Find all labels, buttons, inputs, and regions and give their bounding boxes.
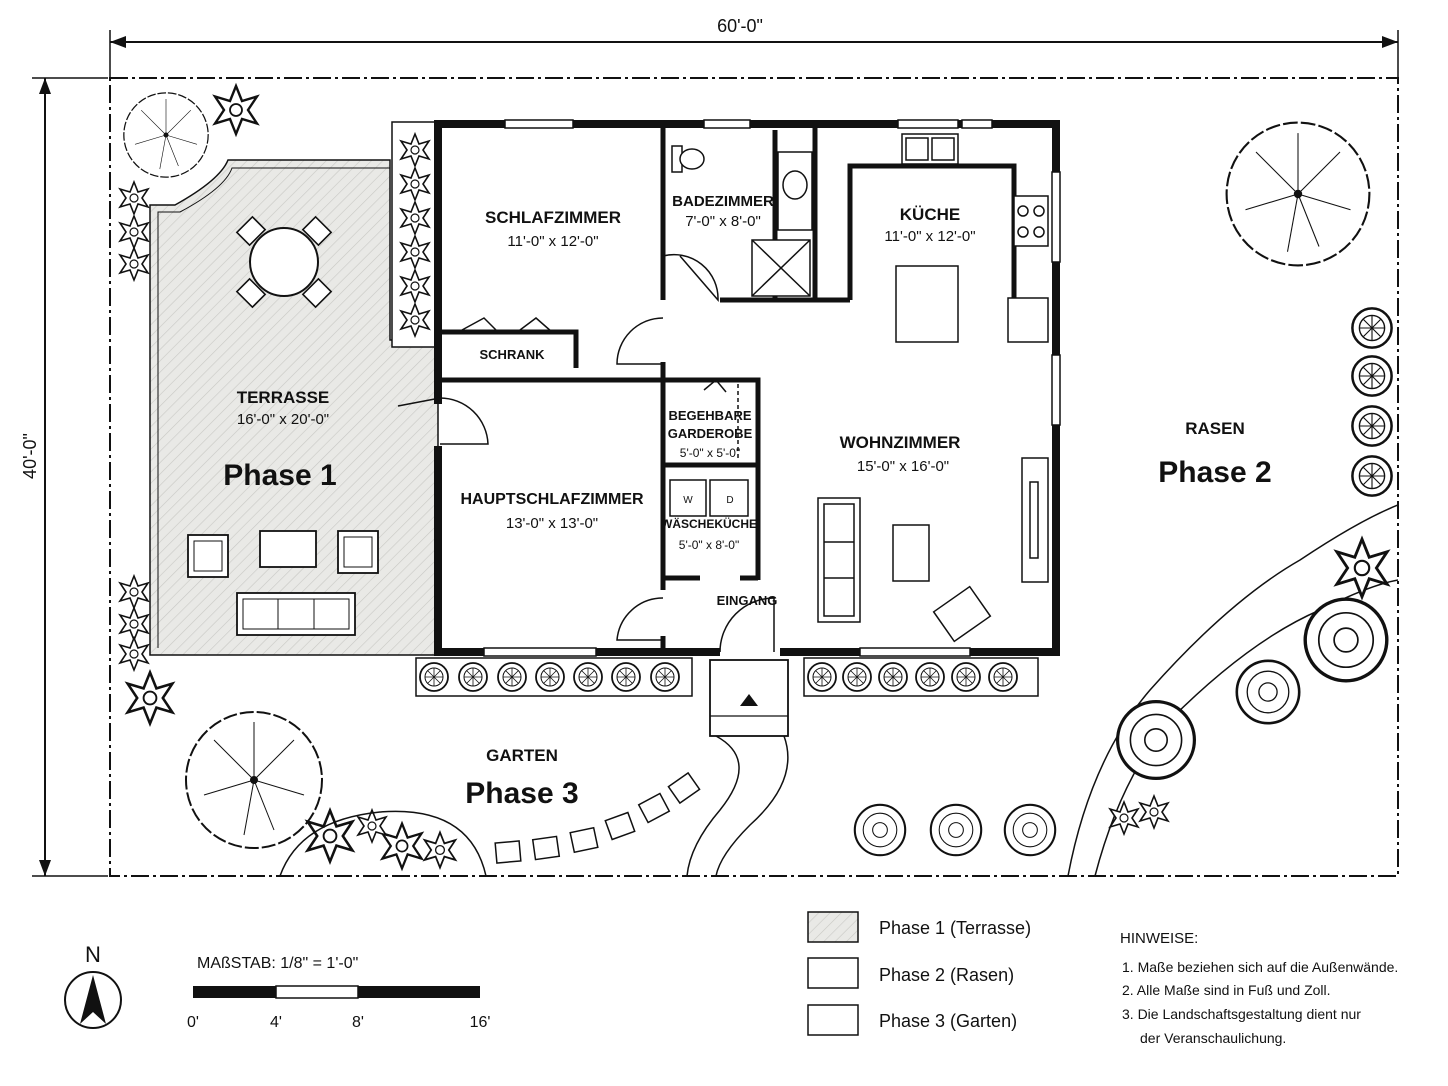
windows bbox=[483, 119, 1061, 657]
room-begehbare-line2: GARDEROBE bbox=[668, 426, 753, 441]
bathroom-fixtures bbox=[671, 145, 813, 297]
notes-title: HINWEISE: bbox=[1120, 930, 1198, 947]
legend-swatch-phase2 bbox=[807, 957, 859, 989]
scale-label: MAßSTAB: 1/8" = 1'-0" bbox=[197, 955, 358, 972]
size-terrasse: 16'-0" x 20'-0" bbox=[237, 411, 329, 428]
room-kueche: KÜCHE bbox=[900, 205, 960, 224]
room-eingang: EINGANG bbox=[717, 593, 778, 608]
scale-tick-4: 4' bbox=[270, 1014, 282, 1031]
note-3: 3. Die Landschaftsgestaltung dient nur bbox=[1122, 1006, 1361, 1022]
room-schlafzimmer: SCHLAFZIMMER bbox=[485, 208, 621, 227]
washer-label: W bbox=[683, 495, 693, 506]
width-label: 60'-0" bbox=[717, 16, 763, 36]
size-schlafzimmer: 11'-0" x 12'-0" bbox=[507, 233, 598, 250]
entry-arrow-icon bbox=[740, 694, 758, 706]
phase-3-label: Phase 3 bbox=[465, 777, 578, 810]
scale-tick-16: 16' bbox=[470, 1014, 491, 1031]
phase-1-label: Phase 1 bbox=[223, 459, 336, 492]
note-3-cont: der Veranschaulichung. bbox=[1140, 1030, 1286, 1046]
size-badezimmer: 7'-0" x 8'-0" bbox=[685, 213, 761, 230]
size-hauptschlafzimmer: 13'-0" x 13'-0" bbox=[506, 515, 598, 532]
room-wohnzimmer: WOHNZIMMER bbox=[840, 433, 961, 452]
note-1: 1. Maße beziehen sich auf die Außenwände… bbox=[1122, 959, 1398, 975]
area-rasen: RASEN bbox=[1185, 419, 1245, 438]
living-furniture bbox=[817, 457, 1049, 643]
size-begehbare: 5'-0" x 5'-0" bbox=[680, 446, 740, 460]
legend-label-phase1: Phase 1 (Terrasse) bbox=[879, 918, 1031, 938]
legend-label-phase2: Phase 2 (Rasen) bbox=[879, 965, 1014, 985]
size-waschekueche: 5'-0" x 8'-0" bbox=[679, 538, 739, 552]
closet-doors bbox=[461, 317, 553, 333]
laundry-machines bbox=[669, 479, 749, 517]
dryer-label: D bbox=[726, 495, 733, 506]
north-arrow-icon bbox=[64, 971, 122, 1029]
legend-swatch-phase1 bbox=[807, 911, 859, 943]
note-2: 2. Alle Maße sind in Fuß und Zoll. bbox=[1122, 982, 1331, 998]
room-badezimmer: BADEZIMMER bbox=[672, 193, 774, 210]
legend-swatch-phase3 bbox=[807, 1004, 859, 1036]
scale-tick-8: 8' bbox=[352, 1014, 364, 1031]
landscape-plants bbox=[119, 84, 1393, 877]
height-label: 40'-0" bbox=[20, 433, 40, 479]
legend-label-phase3: Phase 3 (Garten) bbox=[879, 1011, 1017, 1031]
room-begehbare-line1: BEGEHBARE bbox=[668, 408, 751, 423]
north-label: N bbox=[85, 942, 101, 967]
garden-paths bbox=[686, 504, 1399, 877]
property-line bbox=[109, 77, 1399, 877]
area-garten: GARTEN bbox=[486, 746, 558, 765]
size-wohnzimmer: 15'-0" x 16'-0" bbox=[857, 458, 949, 475]
entry-steps bbox=[709, 659, 789, 737]
room-terrasse: TERRASSE bbox=[237, 388, 330, 407]
stepping-stones bbox=[494, 771, 701, 864]
phase-2-label: Phase 2 bbox=[1158, 456, 1271, 489]
width-dimension bbox=[109, 30, 1399, 78]
legend bbox=[807, 911, 859, 1036]
room-hauptschlafzimmer: HAUPTSCHLAFZIMMER bbox=[460, 491, 644, 508]
room-waschekueche: WÄSCHEKÜCHE bbox=[661, 516, 757, 531]
size-kueche: 11'-0" x 12'-0" bbox=[884, 228, 975, 245]
scale-bar bbox=[193, 985, 480, 999]
scale-tick-0: 0' bbox=[187, 1014, 199, 1031]
kitchen-fixtures bbox=[895, 133, 1049, 343]
dining-table bbox=[235, 215, 333, 309]
height-dimension bbox=[32, 77, 108, 877]
room-schrank: SCHRANK bbox=[480, 347, 546, 362]
doors bbox=[397, 253, 775, 653]
terrace-lounge bbox=[187, 530, 379, 636]
